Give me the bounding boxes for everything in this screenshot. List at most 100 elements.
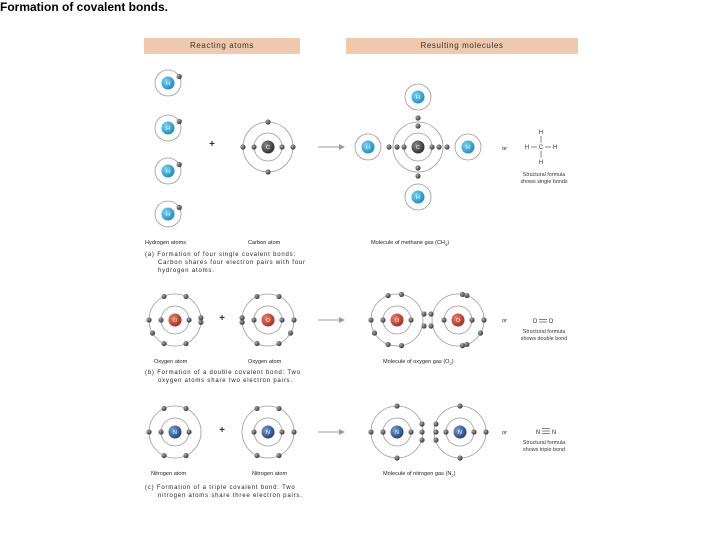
hydrogen-nucleus — [411, 190, 425, 204]
electron — [483, 429, 489, 435]
label-methane-molecule: Molecule of methane gas (CH4) — [371, 240, 450, 248]
structural-h-right-a: H — [553, 145, 557, 151]
electron — [279, 317, 285, 323]
header-resulting-molecules: Resulting molecules — [346, 38, 578, 54]
slide-title: Formation of covalent bonds. — [0, 0, 169, 14]
o2-right-symbol: O — [456, 318, 461, 324]
electron — [186, 317, 192, 323]
electron — [161, 452, 167, 459]
hydrogen-symbol: H — [166, 81, 170, 87]
electron — [176, 118, 182, 125]
structural-h-bottom-a: H — [539, 160, 543, 166]
electron — [368, 317, 374, 323]
electron — [371, 330, 378, 336]
electron — [239, 319, 245, 325]
electron — [176, 73, 182, 80]
label-carbon-atom: Carbon atom — [248, 240, 281, 246]
hydrogen-shell — [154, 200, 182, 228]
structural-o-left-b: O — [533, 319, 538, 325]
or-label-c: or — [502, 430, 507, 436]
electron — [291, 429, 297, 435]
structural-n-right-c: N — [552, 430, 556, 436]
structural-h-top-a: H — [539, 130, 543, 136]
hydrogen-symbol: H — [416, 95, 420, 101]
electron — [441, 317, 447, 323]
electron — [176, 161, 182, 168]
hydrogen-nucleus — [161, 207, 175, 221]
electron — [415, 123, 421, 129]
electron — [428, 323, 434, 329]
electron — [279, 144, 285, 150]
hydrogen-nucleus — [361, 140, 375, 154]
caption-a-line-2: Carbon shares four electron pairs with f… — [158, 260, 306, 266]
electron — [265, 119, 271, 125]
methane-carbon-outer-shell — [392, 121, 444, 173]
electron — [443, 429, 449, 435]
reaction-arrow-b-head — [339, 317, 345, 323]
electron — [183, 293, 189, 300]
label-oxygen-atom-right: Oxygen atom — [248, 359, 282, 365]
label-hydrogen-atoms: Hydrogen atoms — [145, 240, 187, 246]
caption-a-line-3: hydrogen atoms. — [158, 268, 215, 274]
caption-b: (b) Formation of a double covalent bond:… — [145, 369, 301, 385]
electron — [419, 421, 425, 427]
electron — [149, 330, 156, 336]
electron — [183, 340, 189, 347]
carbon-nucleus — [261, 140, 275, 154]
electron — [276, 405, 282, 412]
nitrogen-right-nucleus — [261, 425, 275, 439]
hydrogen-shell — [154, 114, 182, 142]
hydrogen-shell — [404, 183, 432, 211]
electron — [254, 405, 260, 412]
label-oxygen-molecule: Molecule of oxygen gas (O2) — [383, 359, 454, 367]
electron — [401, 144, 407, 150]
caption-a: (a) Formation of four single covalent bo… — [145, 251, 306, 275]
electron — [421, 311, 427, 317]
structural-carbon-a: C — [539, 145, 544, 151]
plus-sign-a: + — [209, 139, 215, 150]
electron — [385, 341, 391, 348]
electron — [394, 455, 400, 461]
electron — [471, 429, 477, 435]
electron — [183, 452, 189, 459]
electron — [380, 429, 386, 435]
electron — [385, 292, 391, 299]
hydrogen-nucleus — [161, 76, 175, 90]
electron — [464, 292, 470, 299]
o2-left-nucleus — [390, 313, 404, 327]
electron — [459, 291, 466, 297]
electron — [240, 144, 246, 150]
electron — [183, 405, 189, 412]
hydrogen-nucleus — [161, 164, 175, 178]
electron — [415, 165, 421, 171]
hydrogen-nucleus — [161, 121, 175, 135]
electron — [158, 429, 164, 435]
electron — [276, 452, 282, 459]
n2-right-nucleus — [453, 425, 467, 439]
hydrogen-shell — [154, 69, 182, 97]
hydrogen-symbol: H — [166, 212, 170, 218]
electron — [186, 429, 192, 435]
electron — [276, 293, 282, 300]
label-oxygen-atom-left: Oxygen atom — [154, 359, 188, 365]
or-label-b: or — [502, 318, 507, 324]
electron — [146, 429, 152, 435]
electron — [161, 405, 167, 412]
electron — [279, 429, 285, 435]
electron — [368, 429, 374, 435]
electron — [428, 311, 434, 317]
hydrogen-shell — [354, 133, 382, 161]
structural-note-c: Structural formula shows triple bond — [522, 440, 566, 453]
electron — [421, 323, 427, 329]
electron — [433, 429, 439, 435]
n2-left-symbol: N — [395, 430, 399, 436]
electron — [457, 403, 463, 409]
caption-c-line-1: (c) Formation of a triple covalent bond:… — [145, 485, 296, 491]
methane-carbon-nucleus — [411, 140, 425, 154]
oxygen-right-symbol: O — [266, 318, 271, 324]
electron — [469, 317, 475, 323]
electron — [436, 144, 442, 150]
electron — [146, 317, 152, 323]
hydrogen-symbol: H — [416, 195, 420, 201]
electron — [444, 144, 450, 150]
